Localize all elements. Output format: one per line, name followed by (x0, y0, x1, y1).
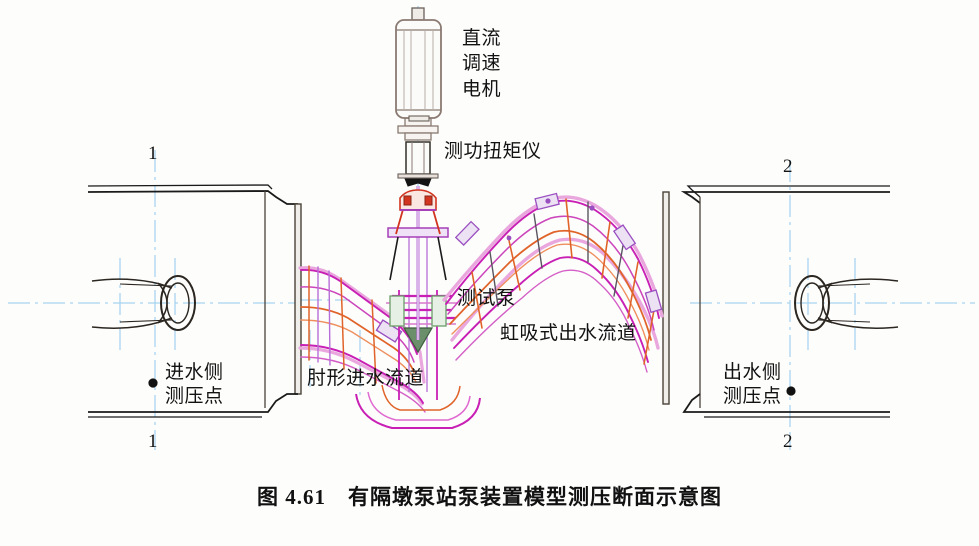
outlet-deck-bottom (682, 393, 890, 413)
inlet-pipe-top-edge (91, 278, 173, 289)
inlet-pier-slab (294, 203, 302, 395)
label-inlet-pressure-tap: 进水侧 测压点 (165, 361, 224, 408)
inlet-pipe-rule-top (119, 283, 173, 287)
section-mark-right-bottom: 2 (783, 431, 793, 452)
motor-top-cap (411, 7, 425, 21)
inlet-bellmouth-inner-ring (166, 282, 190, 324)
label-torque-meter: 测功扭矩仪 (444, 140, 542, 162)
pump-vane-block-right (431, 295, 447, 327)
siphon-crown-line (445, 199, 660, 319)
outlet-deck-bottom-line (680, 191, 890, 204)
elbow-floor-line2 (300, 356, 426, 413)
label-outlet-pressure-tap: 出水侧 测压点 (723, 361, 782, 408)
pump-head-plate (387, 227, 449, 238)
torque-upper-flange-bottom (404, 132, 432, 141)
outlet-chamber-structure (662, 185, 890, 418)
section-mark-left-top: 1 (148, 143, 158, 164)
siphon-envelope-outer (442, 195, 664, 318)
siphon-envelope-inner (450, 237, 660, 350)
outlet-pipe-rule-bottom (817, 319, 871, 323)
outlet-pipe-top-edge (817, 278, 899, 289)
motor-cooling-fins (403, 30, 434, 110)
pump-suction-bell-orange (381, 384, 461, 411)
inlet-chamber-structure (87, 184, 302, 418)
pump-suction-bell-inner (367, 391, 471, 421)
outlet-pressure-tap-marker (786, 386, 796, 396)
figure-caption: 图 4.61 有隔墩泵站泵装置模型测压断面示意图 (0, 481, 979, 511)
label-test-pump: 测试泵 (457, 287, 516, 309)
dc-motor (395, 7, 442, 122)
siphon-joint-nodes (506, 198, 595, 241)
elbow-floor-line (300, 344, 424, 404)
figure-caption-number: 图 4.61 (257, 485, 326, 509)
pump-support-legs (389, 236, 447, 281)
inlet-pressure-tap-marker (148, 378, 158, 388)
inlet-bellmouth-outer-ring (160, 275, 196, 331)
pump-bearing-frame (399, 189, 437, 211)
outlet-pier-slab (662, 191, 670, 405)
elbow-ribs-orange (308, 265, 377, 384)
inlet-deck-bottom-line (87, 190, 298, 205)
pump-vane-block-left (389, 295, 405, 327)
inlet-deck-top-line (87, 184, 273, 190)
pump-suction-bell-outer (355, 393, 481, 429)
siphon-ribs-orange (471, 198, 655, 365)
inlet-pipe-bottom-edge (91, 317, 173, 329)
outlet-pipe-rule-top (817, 283, 871, 287)
siphon-invert-line2 (455, 269, 648, 373)
section-mark-left-bottom: 1 (148, 431, 158, 452)
label-elbow-inlet-passage: 肘形进水流道 (307, 367, 425, 389)
torque-upper-flange-wide (397, 125, 439, 134)
outlet-bellmouth (794, 275, 899, 331)
figure-caption-title: 有隔墩泵站泵装置模型测压断面示意图 (348, 485, 722, 509)
outlet-deck-top-line (686, 185, 890, 198)
siphon-ribs-dark (489, 201, 625, 307)
siphon-upper-mid-line (447, 215, 655, 331)
siphon-invert-line (453, 256, 649, 363)
outlet-bellmouth-outer-ring (794, 275, 830, 331)
torque-meter-assembly (397, 117, 439, 187)
elbow-ribs-violet (317, 266, 331, 366)
inlet-deck-bottom (88, 393, 298, 413)
label-dc-motor: 直流 调速 电机 (462, 27, 502, 100)
test-pump-assembly (355, 186, 481, 429)
siphon-outlet-passage (442, 192, 664, 373)
outlet-bellmouth-inner-ring (800, 282, 824, 324)
motor-base-flange (408, 115, 430, 122)
inlet-pipe-rule-bottom (119, 319, 173, 323)
inlet-bellmouth (91, 275, 196, 331)
torque-lower-flange (397, 173, 439, 179)
section-mark-right-top: 2 (783, 156, 793, 177)
motor-housing (395, 19, 442, 119)
outlet-pipe-bottom-edge (817, 317, 899, 329)
label-siphon-outlet-passage: 虹吸式出水流道 (500, 322, 637, 344)
torque-meter-body (405, 141, 431, 175)
